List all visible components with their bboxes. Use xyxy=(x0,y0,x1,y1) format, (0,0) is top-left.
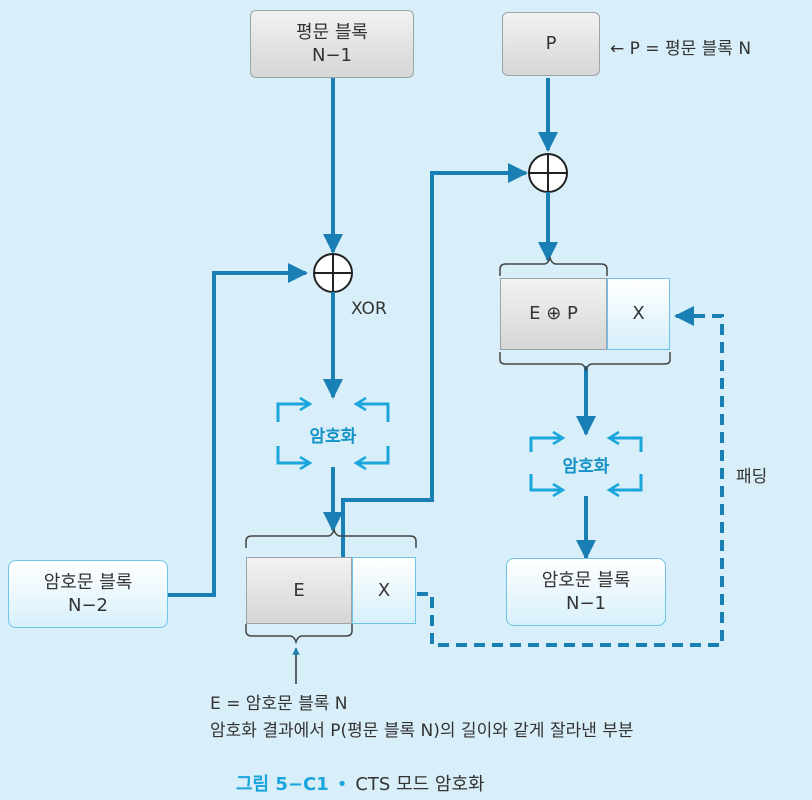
xor-right-icon xyxy=(528,153,568,193)
e-xor-p-block: E ⊕ P xyxy=(500,278,607,350)
encrypt-left-frame xyxy=(276,396,390,471)
x-block-bottom: X xyxy=(352,557,416,624)
e-definition-label: E = 암호문 블록 N xyxy=(210,694,348,714)
e-block: E xyxy=(246,557,352,624)
figure-number: 그림 5−C1 xyxy=(236,774,329,795)
brace-top-left xyxy=(245,527,417,548)
padding-label: 패딩 xyxy=(736,467,768,487)
ciphertext-block-n-1: 암호문 블록 N−1 xyxy=(506,558,666,626)
plaintext-block-p: P xyxy=(502,12,600,76)
caption-bullet: • xyxy=(336,774,348,795)
x-block-top: X xyxy=(607,278,670,350)
brace-below-right xyxy=(499,352,671,373)
encrypt-right-frame xyxy=(529,430,643,498)
xor-label: XOR xyxy=(351,299,387,319)
arrow-cipher-n2-to-xor xyxy=(168,263,308,597)
brace-bottom-left xyxy=(245,624,353,645)
figure-caption: 그림 5−C1 • CTS 모드 암호화 xyxy=(236,770,485,796)
plaintext-block-n-1: 평문 블록 N−1 xyxy=(250,10,414,78)
encrypt-left-label: 암호화 xyxy=(309,426,357,447)
brace-top-right xyxy=(499,255,608,276)
encrypt-right-label: 암호화 xyxy=(562,456,610,477)
arrow-e-to-xor-right xyxy=(341,163,528,557)
figure-title: CTS 모드 암호화 xyxy=(355,774,485,795)
p-definition-label: ← P = 평문 블록 N xyxy=(610,39,752,59)
xor-left-icon xyxy=(313,253,353,293)
padding-dashed-arrow xyxy=(417,306,724,647)
ciphertext-block-n-2: 암호문 블록 N−2 xyxy=(8,560,168,628)
e-description-label: 암호화 결과에서 P(평문 블록 N)의 길이와 같게 잘라낸 부분 xyxy=(210,721,634,741)
